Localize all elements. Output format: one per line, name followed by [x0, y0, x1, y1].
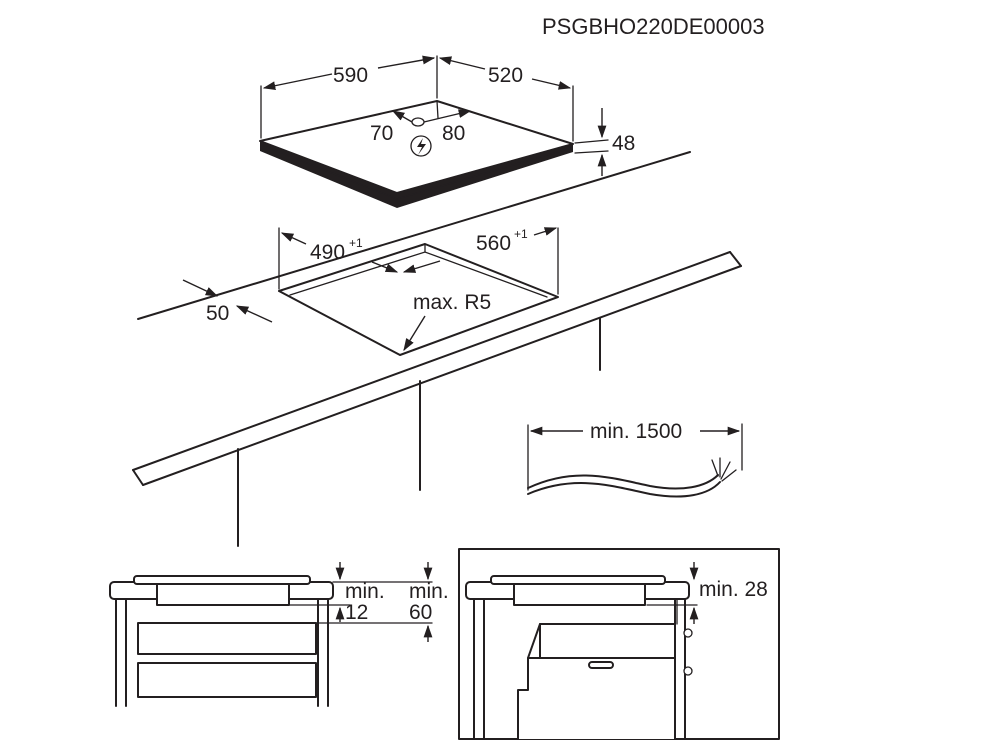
- corner-radius-leader: [403, 315, 426, 352]
- dim-cutout-width: [402, 227, 559, 295]
- min-drawer-label: min.: [409, 580, 449, 603]
- hob-height-label: 48: [612, 132, 635, 155]
- hob-depth-label: 520: [488, 64, 523, 87]
- conn-left-label: 70: [370, 122, 393, 145]
- corner-radius-label: max. R5: [413, 291, 491, 314]
- dim-hob-width: [260, 55, 438, 139]
- hob-width-label: 590: [333, 64, 368, 87]
- cutout-depth-tolerance: +1: [349, 236, 363, 250]
- front-margin-label: 50: [206, 302, 229, 325]
- cutout-width-tolerance: +1: [514, 227, 528, 241]
- section-left: [109, 562, 433, 707]
- min-gap-label: min.: [345, 580, 385, 603]
- cutout-width-label: 560: [476, 232, 511, 255]
- dim-hob-height: [574, 108, 609, 176]
- electrical-connection-icon: [410, 135, 432, 157]
- worktop: [132, 151, 742, 547]
- min-gap-value: 12: [345, 601, 368, 624]
- cable-length-label: min. 1500: [590, 420, 682, 443]
- conn-right-label: 80: [442, 122, 465, 145]
- cable-dimension: [527, 423, 743, 491]
- power-cable: [527, 457, 737, 498]
- cutout-depth-label: 490: [310, 241, 345, 264]
- min-oven-gap-label: min. 28: [699, 578, 768, 601]
- min-drawer-value: 60: [409, 601, 432, 624]
- dim-hob-depth: [438, 56, 574, 142]
- section-right: [458, 548, 780, 740]
- cutout-opening: [278, 243, 559, 356]
- dim-connection-point: [391, 100, 472, 127]
- dim-front-margin: [182, 279, 273, 323]
- dim-cutout-depth: [278, 227, 399, 290]
- product-code: PSGBHO220DE00003: [542, 14, 765, 39]
- hob-edge: [260, 141, 573, 208]
